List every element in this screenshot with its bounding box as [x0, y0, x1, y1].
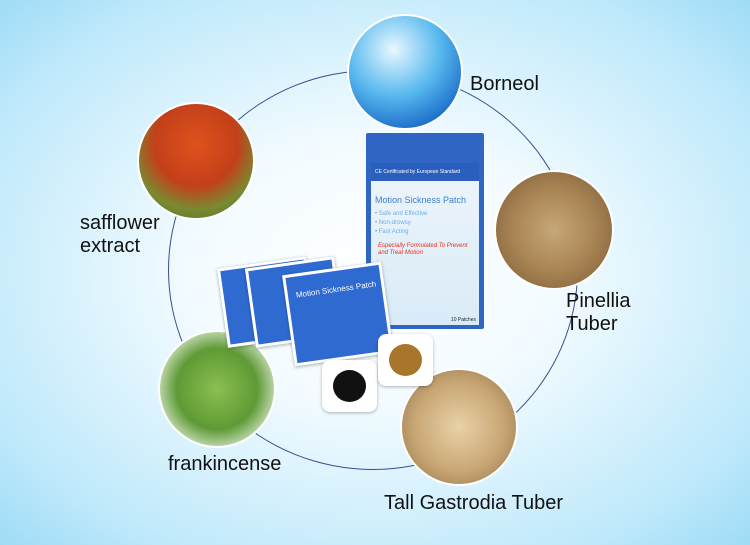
patch-herbal — [378, 334, 433, 386]
label-gastrodia: Tall Gastrodia Tuber — [384, 492, 563, 514]
bullet: • Fast Acting — [375, 229, 409, 235]
borneol-photo — [347, 14, 463, 130]
gastrodia-photo — [400, 368, 518, 486]
patch-black — [322, 360, 377, 412]
bullet: • Non-drowsy — [375, 220, 411, 226]
label-safflower: safflower extract — [80, 212, 160, 257]
label-frankincense: frankincense — [168, 453, 282, 475]
label-borneol: Borneol — [470, 73, 539, 95]
product-title: Motion Sickness Patch — [375, 195, 467, 205]
label-pinellia: Pinellia Tuber — [566, 290, 631, 335]
bullet: • Safe and Effective — [375, 211, 428, 217]
frankincense-photo — [158, 330, 276, 448]
pinellia-photo — [494, 170, 614, 290]
tagline: Especially Formulated To Prevent and Tre… — [378, 243, 468, 256]
patch-count: 10 Patches — [450, 317, 476, 323]
pouch-title: Motion Sickness Patch — [295, 279, 377, 300]
cert-text: CE Certificated by European Standard — [371, 163, 479, 181]
safflower-photo — [137, 102, 255, 220]
